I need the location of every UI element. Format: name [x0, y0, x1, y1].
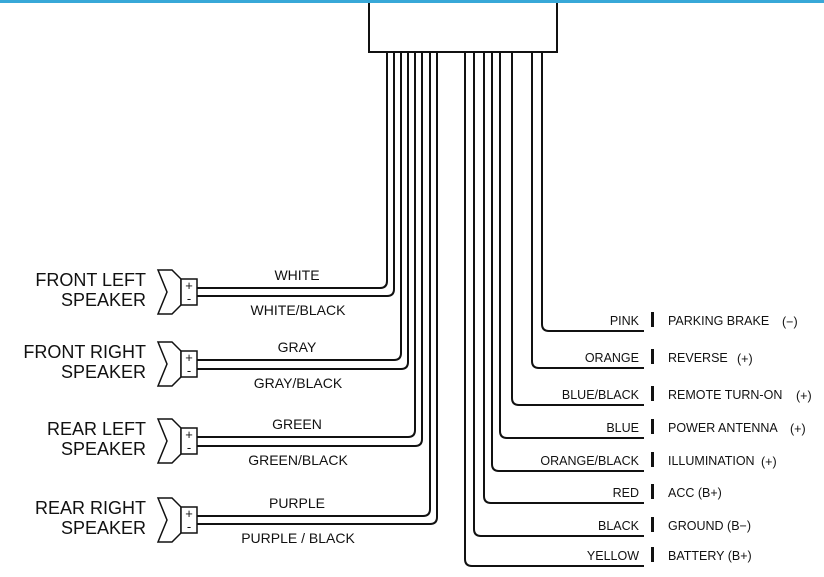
wire-polarity-label: (+) — [761, 455, 777, 469]
wire-function-label: REVERSE — [668, 351, 728, 365]
wire-function-label: PARKING BRAKE — [668, 314, 769, 328]
separator-bar — [651, 452, 654, 467]
speaker-wire — [197, 52, 431, 517]
wire-label-positive: GREEN — [272, 416, 322, 432]
wire-color-label: PINK — [610, 314, 640, 328]
power-wire-label: ORANGE/BLACK ILLUMINATION (+) — [540, 452, 777, 469]
wire-function-label: ACC (B+) — [668, 486, 722, 500]
power-wire-label: PINK PARKING BRAKE (−) — [610, 312, 798, 329]
power-wire-label: RED ACC (B+) — [613, 484, 722, 500]
wire-color-label: BLUE/BLACK — [562, 388, 640, 402]
power-wire — [511, 52, 644, 406]
power-wire — [541, 52, 644, 332]
speaker-wire — [197, 52, 409, 370]
speaker-wire — [197, 52, 402, 361]
power-wire-label: YELLOW BATTERY (B+) — [587, 547, 752, 563]
speaker-label: SPEAKER — [61, 362, 146, 382]
power-wire-label: BLUE POWER ANTENNA (+) — [606, 419, 806, 436]
speaker-wires — [197, 52, 438, 525]
wire-color-label: YELLOW — [587, 549, 639, 563]
speaker-wire — [197, 52, 416, 438]
wire-label-negative: PURPLE / BLACK — [241, 530, 355, 546]
speaker-label: SPEAKER — [61, 518, 146, 538]
speaker-terminal-box — [180, 427, 198, 455]
wire-polarity-label: (−) — [782, 315, 798, 329]
speakers: FRONT LEFTSPEAKER+-WHITEWHITE/BLACKFRONT… — [23, 267, 355, 546]
power-wire-label: BLACK GROUND (B−) — [598, 517, 751, 533]
head-unit-box — [368, 3, 558, 53]
power-wire-label: ORANGE REVERSE (+) — [585, 349, 753, 366]
speaker-name: REAR RIGHT — [35, 498, 146, 518]
wire-function-label: GROUND (B−) — [668, 519, 751, 533]
top-border — [0, 0, 824, 3]
speaker-label: SPEAKER — [61, 439, 146, 459]
speaker-terminal-box — [180, 278, 198, 306]
separator-bar — [651, 312, 654, 327]
speaker-icon — [156, 418, 182, 464]
speaker-icon — [156, 341, 182, 387]
head-unit-connector — [368, 3, 558, 53]
power-wire — [464, 52, 644, 567]
power-wire — [483, 52, 644, 504]
minus-terminal: - — [187, 519, 191, 534]
plus-terminal: + — [185, 350, 193, 365]
plus-terminal: + — [185, 427, 193, 442]
power-wire — [499, 52, 644, 439]
wire-color-label: BLUE — [606, 421, 639, 435]
power-wire-label: BLUE/BLACK REMOTE TURN-ON (+) — [562, 386, 812, 403]
minus-terminal: - — [187, 363, 191, 378]
wire-polarity-label: (+) — [796, 389, 812, 403]
wire-color-label: ORANGE — [585, 351, 639, 365]
wire-color-label: RED — [613, 486, 639, 500]
speaker-name: FRONT LEFT — [35, 270, 146, 290]
wire-label-negative: GREEN/BLACK — [248, 452, 348, 468]
wire-function-label: REMOTE TURN-ON — [668, 388, 782, 402]
wire-polarity-label: (+) — [790, 422, 806, 436]
wire-label-positive: WHITE — [274, 267, 319, 283]
speaker-icon — [156, 269, 182, 315]
speaker-wire — [197, 52, 438, 525]
minus-terminal: - — [187, 440, 191, 455]
wire-polarity-label: (+) — [737, 352, 753, 366]
power-wire — [531, 52, 644, 369]
speaker-name: FRONT RIGHT — [23, 342, 146, 362]
separator-bar — [651, 386, 654, 401]
minus-terminal: - — [187, 291, 191, 306]
wire-color-label: ORANGE/BLACK — [540, 454, 639, 468]
separator-bar — [651, 547, 654, 562]
separator-bar — [651, 419, 654, 434]
power-wire — [473, 52, 644, 537]
speaker-terminal-box — [180, 506, 198, 534]
speaker-wire — [197, 52, 388, 289]
plus-terminal: + — [185, 506, 193, 521]
speaker-terminal-box — [180, 350, 198, 378]
wire-label-negative: WHITE/BLACK — [251, 302, 347, 318]
speaker-wire — [197, 52, 423, 447]
wire-label-positive: GRAY — [278, 339, 317, 355]
wire-function-label: ILLUMINATION — [668, 454, 755, 468]
plus-terminal: + — [185, 278, 193, 293]
wire-function-label: POWER ANTENNA — [668, 421, 778, 435]
wire-label-negative: GRAY/BLACK — [254, 375, 343, 391]
wire-label-positive: PURPLE — [269, 495, 325, 511]
speaker-label: SPEAKER — [61, 290, 146, 310]
separator-bar — [651, 484, 654, 499]
separator-bar — [651, 517, 654, 532]
wire-function-label: BATTERY (B+) — [668, 549, 752, 563]
power-wire — [491, 52, 644, 472]
speaker-name: REAR LEFT — [47, 419, 146, 439]
speaker-wire — [197, 52, 395, 297]
wire-color-label: BLACK — [598, 519, 640, 533]
speaker-icon — [156, 497, 182, 543]
separator-bar — [651, 349, 654, 364]
